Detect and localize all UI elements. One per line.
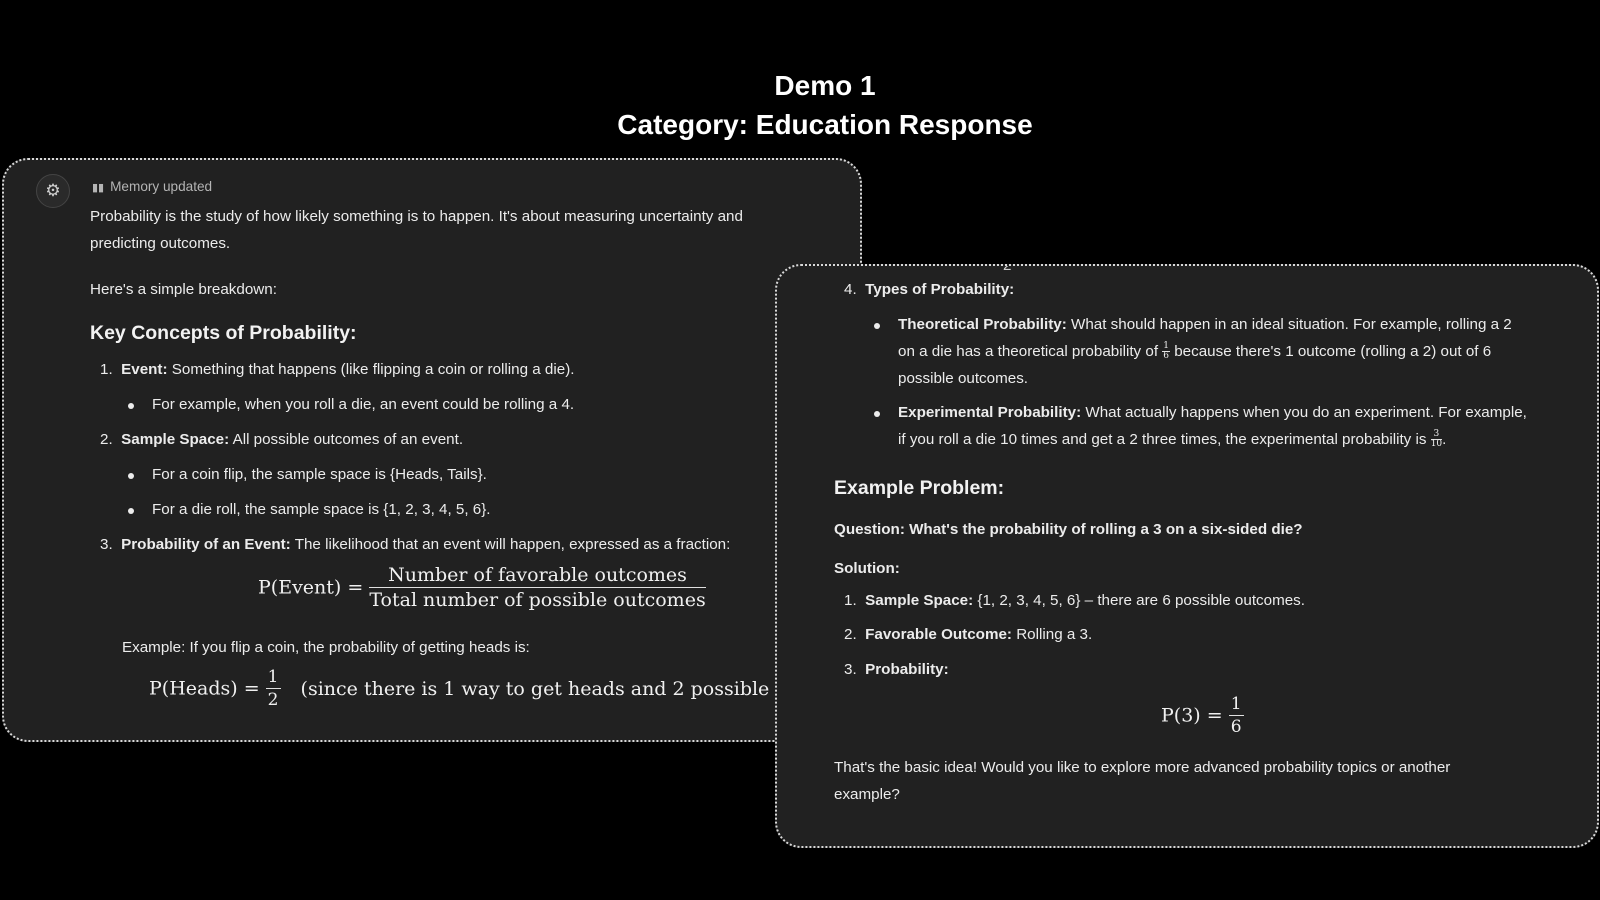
solution-step-probability: 3. Probability: [844,656,949,684]
list-item-sample-space: 2. Sample Space: All possible outcomes o… [100,426,463,454]
outro-line-2: example? [834,786,900,803]
experimental-line-1: Experimental Probability: What actually … [898,399,1527,427]
coin-example-text: Example: If you flip a coin, the probabi… [122,639,530,656]
heads-fraction: 1 2 [265,667,281,710]
section-heading-key-concepts: Key Concepts of Probability: [90,322,357,344]
list-number: 1. [100,361,113,378]
item-text-sample-space: All possible outcomes of an event. [229,431,464,448]
theoretical-text: What should happen in an ideal situation… [1066,316,1512,333]
list-bullet-event-example: For example, when you roll a die, an eve… [152,396,575,413]
clipped-glyph: 2 [1003,264,1012,274]
heads-denominator: 2 [267,690,279,710]
bullet [874,323,880,329]
list-number: 2. [844,626,857,643]
p3-lhs: P(3) = [1161,704,1223,727]
memory-updated-label: Memory updated [110,179,213,194]
memory-icon: ▮▮ [92,182,105,194]
outro-line-1: That's the basic idea! Would you like to… [834,759,1451,776]
heads-numerator: 1 [265,667,281,689]
experimental-line-2: if you roll a die 10 times and get a 2 t… [898,426,1446,454]
section-heading-example-problem: Example Problem: [834,477,1005,499]
formula-denominator: Total number of possible outcomes [369,589,706,611]
theoretical-title: Theoretical Probability: [898,316,1067,333]
item-title-probability-of-event: Probability of an Event: [121,536,291,553]
heads-probability-formula: P(Heads) = 1 2 (since there is 1 way to … [149,667,862,710]
bullet [128,403,134,409]
list-number: 3. [844,661,857,678]
question-text: Question: What's the probability of roll… [834,521,1303,538]
item-text-probability-of-event: The likelihood that an event will happen… [290,536,731,553]
heads-lhs: P(Heads) = [149,677,260,700]
solution-step-sample-space: 1. Sample Space: {1, 2, 3, 4, 5, 6} – th… [844,587,1305,615]
heads-note: (since there is 1 way to get heads and 2… [300,677,862,700]
theoretical-text-2a: on a die has a theoretical probability o… [898,343,1163,360]
intro-line-2: predicting outcomes. [90,235,231,252]
bullet [874,411,880,417]
item-title-sample-space: Sample Space: [121,431,230,448]
theoretical-line-2: on a die has a theoretical probability o… [898,338,1491,366]
list-number: 4. [844,281,857,298]
list-number: 1. [844,592,857,609]
demo-category-line: Category: Education Response [617,109,1033,140]
bullet [128,508,134,514]
chat-response-panel-left: ⚙ ▮▮ Memory updated Probability is the st… [2,158,862,742]
breakdown-text: Here's a simple breakdown: [90,281,277,298]
probability-formula: P(Event) = Number of favorable outcomes … [258,564,706,611]
fraction-denominator: 10 [1430,439,1443,450]
step-text-sample-space: {1, 2, 3, 4, 5, 6} – there are 6 possibl… [973,592,1305,609]
list-number: 2. [100,431,113,448]
experimental-text-2a: if you roll a die 10 times and get a 2 t… [898,431,1431,448]
theoretical-line-1: Theoretical Probability: What should hap… [898,311,1512,339]
p3-formula: P(3) = 1 6 [1161,694,1244,737]
fraction-denominator: 6 [1163,351,1169,362]
list-item-event: 1. Event: Something that happens (like f… [100,356,574,384]
p3-numerator: 1 [1228,694,1244,716]
demo-title: Demo 1 Category: Education Response [0,66,1600,144]
chat-response-panel-right: 2 4. Types of Probability: Theoretical P… [775,264,1599,848]
p3-fraction: 1 6 [1228,694,1244,737]
list-item-probability-of-event: 3. Probability of an Event: The likeliho… [100,531,730,559]
fraction-numerator: 3 [1430,430,1443,441]
demo-title-line1: Demo 1 [774,70,876,101]
step-text-favorable: Rolling a 3. [1011,626,1093,643]
formula-lhs: P(Event) = [258,576,364,599]
solution-step-favorable-outcome: 2. Favorable Outcome: Rolling a 3. [844,621,1092,649]
step-title-sample-space: Sample Space: [865,592,974,609]
list-item-types-of-probability: 4. Types of Probability: [844,276,1014,304]
bullet [128,473,134,479]
openai-logo-icon: ⚙ [36,174,70,208]
list-bullet-die-roll: For a die roll, the sample space is {1, … [152,501,491,518]
list-number: 3. [100,536,113,553]
item-text-event: Something that happens (like flipping a … [167,361,575,378]
theoretical-line-3: possible outcomes. [898,370,1029,387]
step-title-favorable: Favorable Outcome: [865,626,1012,643]
list-bullet-coin-flip: For a coin flip, the sample space is {He… [152,466,487,483]
theoretical-text-2b: because there's 1 outcome (rolling a 2) … [1170,343,1492,360]
item-title-event: Event: [121,361,168,378]
fraction-numerator: 1 [1162,341,1170,353]
p3-denominator: 6 [1230,717,1242,737]
experimental-text-2b: . [1442,431,1447,448]
step-title-probability: Probability: [865,661,949,678]
experimental-title: Experimental Probability: [898,404,1082,421]
formula-fraction: Number of favorable outcomes Total numbe… [369,564,706,611]
formula-numerator: Number of favorable outcomes [369,564,706,588]
memory-updated-badge[interactable]: ▮▮ Memory updated [92,179,212,194]
item-title-types: Types of Probability: [865,281,1015,298]
intro-line-1: Probability is the study of how likely s… [90,208,743,225]
solution-label: Solution: [834,560,900,577]
experimental-text: What actually happens when you do an exp… [1081,404,1527,421]
